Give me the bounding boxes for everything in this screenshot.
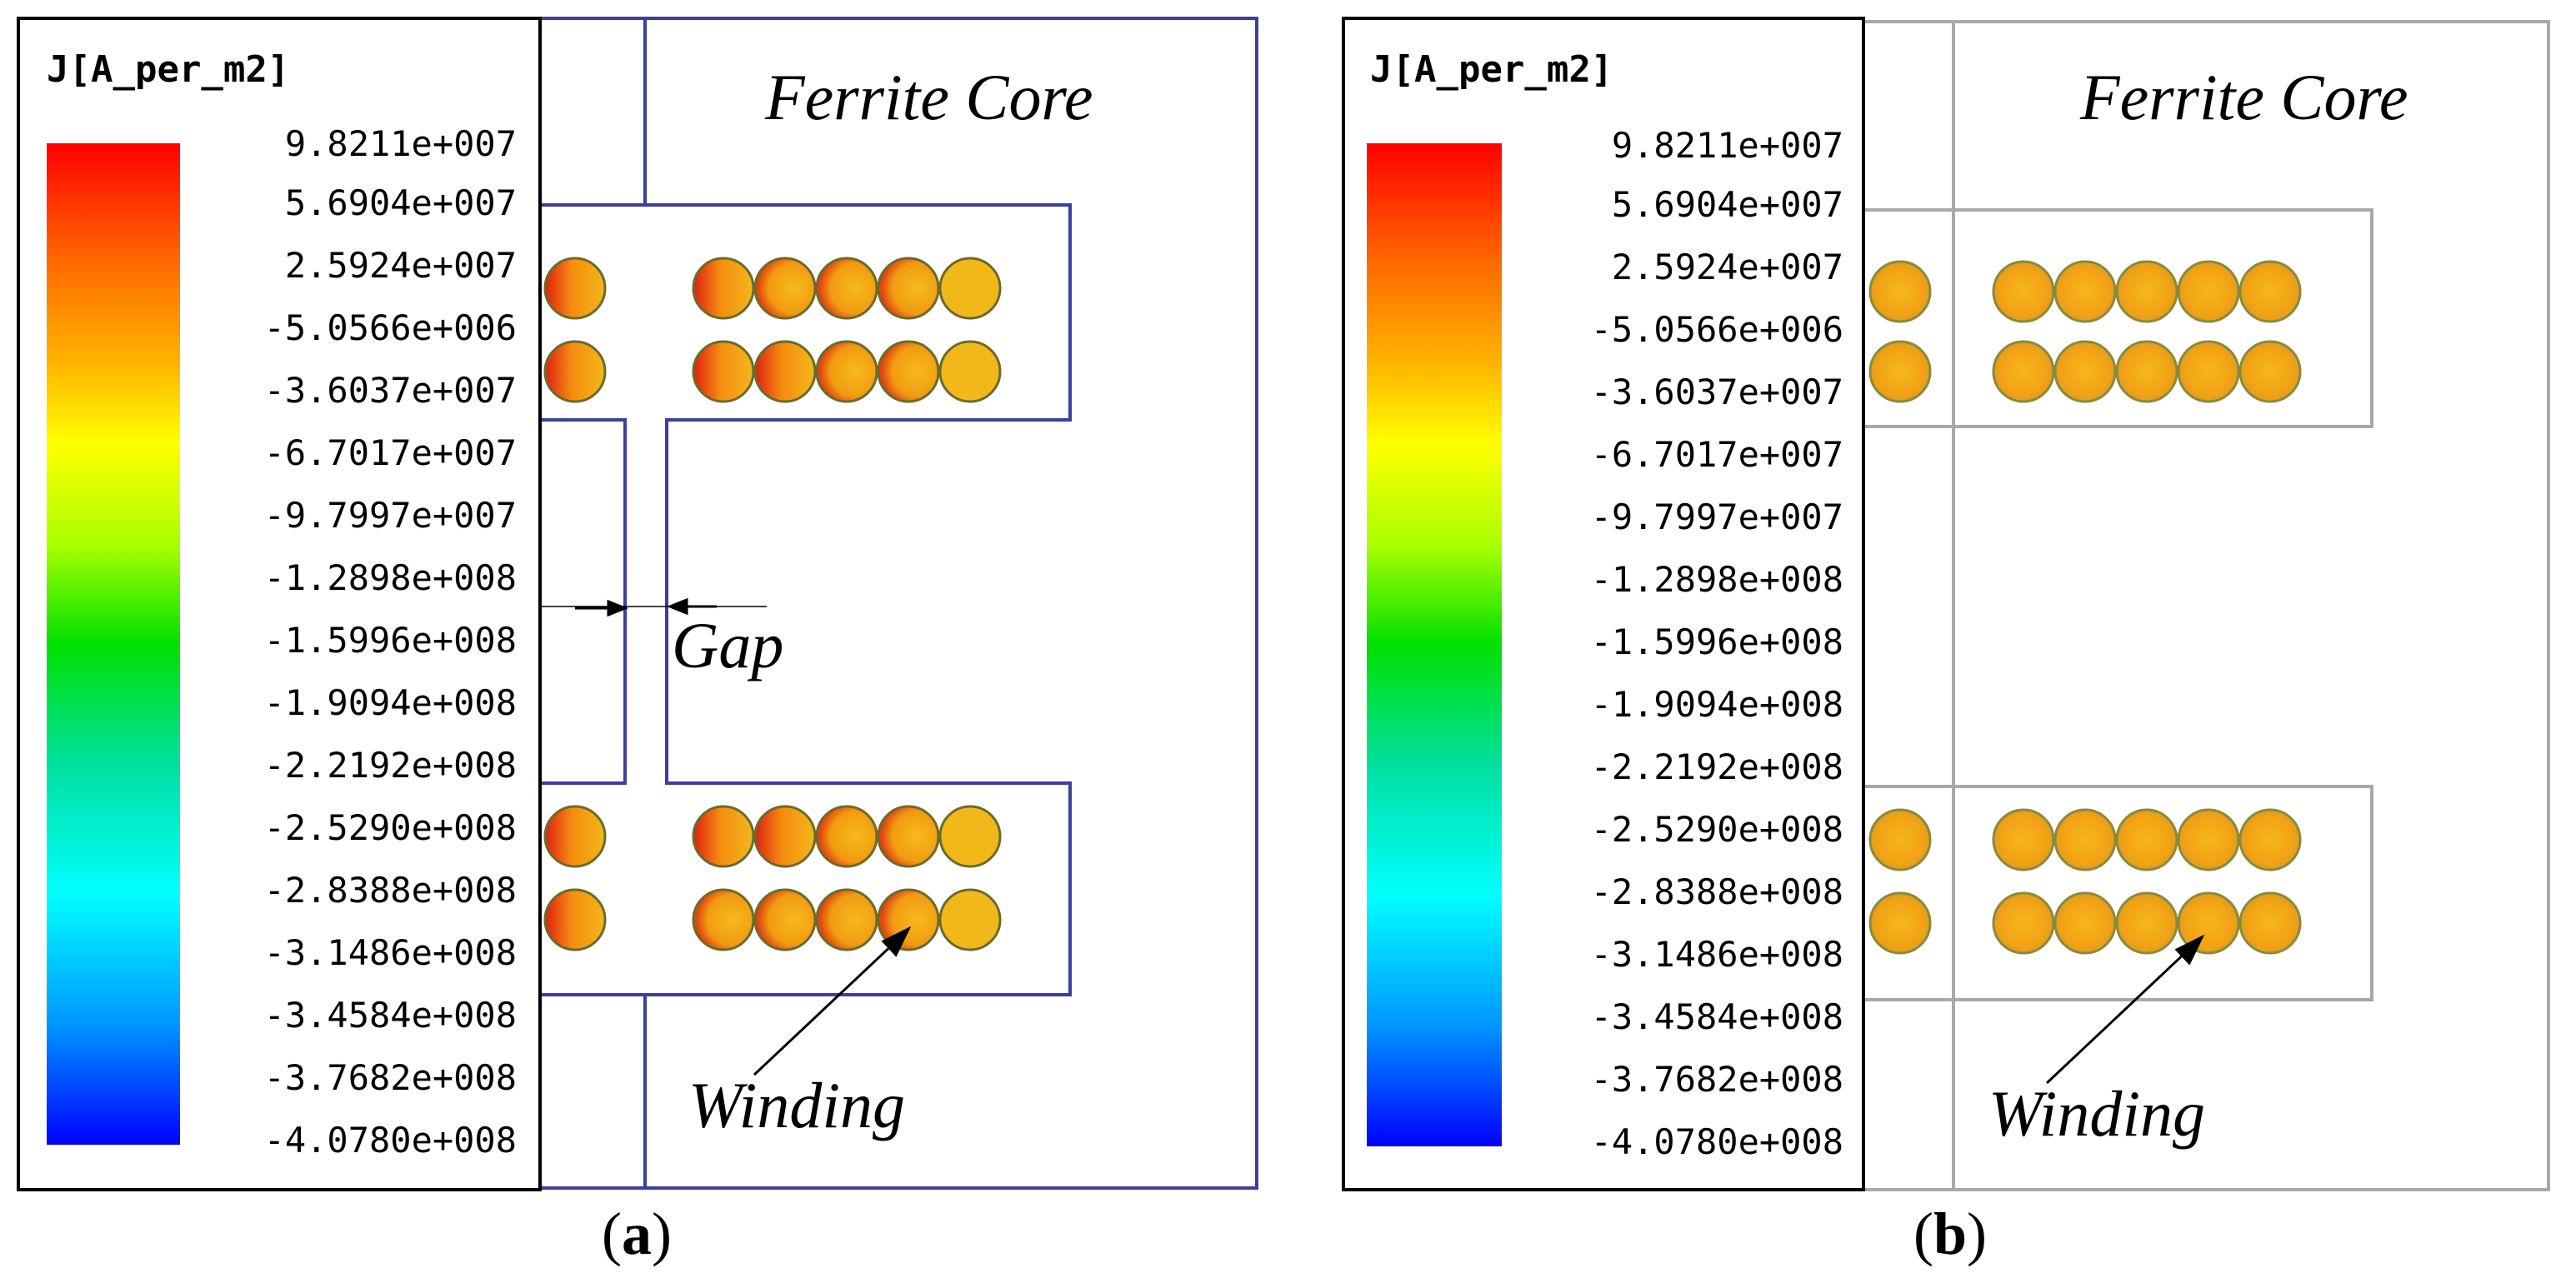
legend-tick-label: -3.4584e+008	[1590, 996, 1843, 1037]
panel-a: J[A_per_m2] 9.8211e+007 5.6904e+007 2.5924…	[0, 0, 1283, 1200]
legend-tick-label: -1.5996e+008	[263, 620, 517, 661]
caption-b: (b)	[1913, 1201, 1988, 1267]
legend-tick-labels: 9.8211e+007 5.6904e+007 2.5924e+007 -5.0566…	[167, 123, 517, 1161]
legend-title: J[A_per_m2]	[47, 48, 290, 91]
legend-tick-label: -2.2192e+008	[1590, 746, 1843, 787]
caption-a: (a)	[602, 1201, 672, 1267]
legend-tick-label: -3.1486e+008	[263, 932, 517, 973]
legend-tick-label: -6.7017e+007	[1590, 434, 1843, 475]
legend-tick-label: -3.7682e+008	[1590, 1059, 1843, 1100]
legend-tick-label: -1.2898e+008	[1590, 559, 1843, 600]
legend-tick-label: -9.7997e+007	[1590, 497, 1843, 537]
legend-tick-label: 2.5924e+007	[284, 245, 517, 286]
legend-tick-label: -3.6037e+007	[1590, 372, 1843, 412]
legend-tick-label: -3.6037e+007	[263, 370, 517, 411]
legend-tick-label: -2.8388e+008	[1590, 871, 1843, 912]
legend-tick-label: -4.0780e+008	[263, 1120, 517, 1161]
legend-tick-label: -5.0566e+006	[1590, 309, 1843, 350]
caption-b-letter: b	[1933, 1201, 1968, 1267]
legend-tick-label: -2.5290e+008	[1590, 809, 1843, 850]
legend-tick-label: 9.8211e+007	[284, 123, 517, 164]
legend-tick-label: -3.7682e+008	[263, 1057, 517, 1098]
legend-tick-label: -1.2898e+008	[263, 557, 517, 598]
legend-tick-label: 5.6904e+007	[284, 182, 517, 223]
legend-tick-label: -3.1486e+008	[1590, 934, 1843, 975]
legend-tick-label: -9.7997e+007	[263, 495, 517, 536]
legend-tick-label: -5.0566e+006	[263, 307, 517, 348]
legend-tick-label: -2.2192e+008	[263, 745, 517, 786]
legend-tick-label: 2.5924e+007	[1611, 247, 1843, 287]
ferrite-core-label: Ferrite Core	[765, 61, 1093, 133]
winding-pointer-arrow-b	[2045, 934, 2205, 1085]
winding-conductors-bottom-b	[1868, 808, 2302, 955]
ferrite-core-label-b: Ferrite Core	[2080, 61, 2408, 133]
legend-color-bar-b	[1367, 143, 1502, 1146]
legend-tick-label: -6.7017e+007	[263, 432, 517, 473]
winding-conductors-bottom	[543, 805, 1002, 951]
legend-tick-label: -4.0780e+008	[1590, 1121, 1843, 1162]
legend-tick-label: 5.6904e+007	[1611, 184, 1843, 225]
winding-conductors-top-b	[1868, 260, 2302, 403]
legend-tick-label: -1.9094e+008	[1590, 684, 1843, 725]
legend-title-b: J[A_per_m2]	[1370, 48, 1613, 91]
legend-tick-label: -1.9094e+008	[263, 682, 517, 723]
legend-tick-label: -2.8388e+008	[263, 870, 517, 911]
winding-label-b: Winding	[1988, 1077, 2206, 1150]
caption-a-letter: a	[621, 1201, 652, 1267]
legend-color-bar	[47, 143, 180, 1145]
panel-b-figure	[1342, 17, 2550, 1191]
legend-tick-labels-b: 9.8211e+007 5.6904e+007 2.5924e+007 -5.0566…	[1493, 125, 1843, 1162]
legend-tick-label: -2.5290e+008	[263, 807, 517, 848]
winding-conductors-top	[543, 257, 1002, 403]
legend-tick-label: -1.5996e+008	[1590, 622, 1843, 662]
winding-label: Winding	[688, 1069, 906, 1141]
gap-label: Gap	[672, 609, 784, 681]
legend-tick-label: 9.8211e+007	[1611, 125, 1843, 166]
winding-pointer-arrow	[753, 926, 912, 1076]
legend-tick-label: -3.4584e+008	[263, 995, 517, 1036]
panel-a-figure	[17, 17, 1258, 1191]
panel-b: J[A_per_m2] 9.8211e+007 5.6904e+007 2.5924…	[1330, 0, 2575, 1200]
gap-dimension-arrow	[517, 597, 767, 617]
